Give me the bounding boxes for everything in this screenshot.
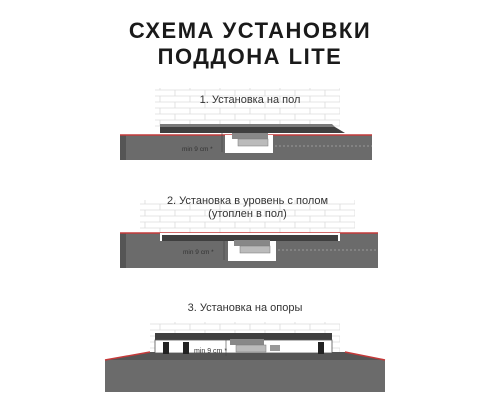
step2-tray	[162, 235, 338, 241]
step3-leg	[318, 342, 324, 354]
step1-tray	[160, 127, 345, 133]
step2-siphon	[234, 240, 270, 246]
step2-label: 2. Установка в уровень с полом	[166, 195, 329, 207]
step3-diagram	[104, 322, 386, 392]
step2-sublabel: (утоплен в пол)	[208, 208, 287, 220]
step3-min-height-label: min 9 cm *	[194, 348, 228, 355]
step3-leg	[183, 342, 189, 354]
step1-floor-side	[120, 135, 126, 160]
step3-floor	[105, 360, 385, 392]
step3-drain-outlet	[270, 345, 280, 351]
step3-label: 3. Установка на опоры	[187, 302, 303, 314]
step2-wall	[140, 200, 355, 234]
step2-min-height-label: min 9 cm *	[183, 249, 214, 256]
step1-label: 1. Установка на пол	[199, 94, 301, 106]
step3-siphon-pipe	[235, 344, 267, 353]
step3-siphon	[230, 339, 264, 345]
step1-min-height-label: min 9 cm *	[182, 146, 213, 153]
step2-siphon-pipe	[239, 245, 271, 254]
step1-diagram	[120, 88, 372, 160]
step3-floor-edge	[104, 351, 151, 361]
step1-wall	[155, 88, 340, 130]
step3-leg	[163, 342, 169, 354]
step1-siphon-pipe	[237, 138, 269, 147]
diagram-title-line1: СХЕМА УСТАНОВКИ	[128, 18, 372, 43]
step3-floor-edge-right	[344, 351, 386, 361]
step2-diagram	[120, 200, 378, 268]
step1-tray-top	[160, 124, 335, 127]
diagram-title-line2: ПОДДОНА LITE	[157, 44, 343, 69]
step3-floor-top	[105, 352, 385, 360]
step3-tray	[155, 333, 332, 340]
step1-siphon	[232, 133, 268, 139]
step2-floor-side	[120, 233, 126, 268]
